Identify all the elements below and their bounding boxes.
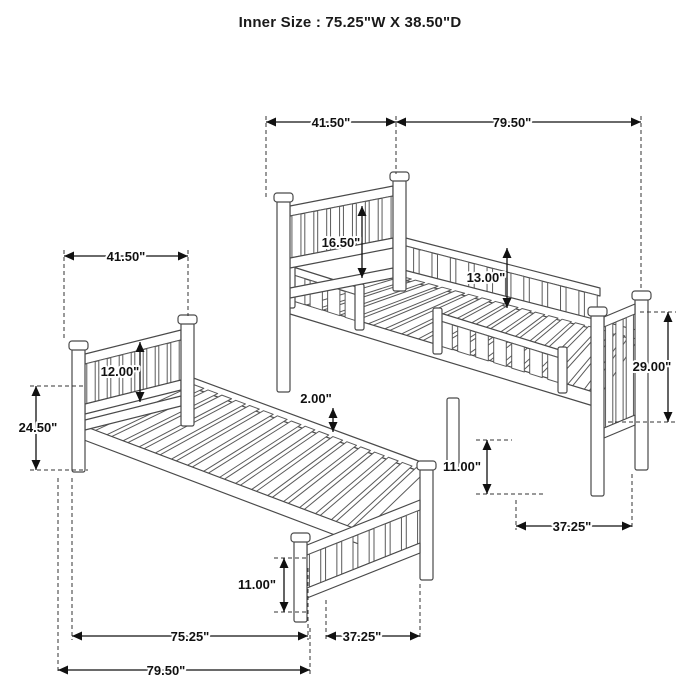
dim-label-upper-length: 79.50": [493, 115, 532, 130]
lower-mattress-slats: [93, 384, 427, 538]
footboard-back-post: [634, 297, 649, 471]
footboard-back-post: [419, 467, 434, 581]
guard-slats: [439, 320, 561, 384]
dim-lower-leg-height: 11.00": [236, 557, 306, 613]
dim-label-upper-leg-height: 11.00": [443, 459, 481, 474]
footboard-slats: [605, 314, 634, 428]
dim-inner-length: 75.25": [71, 478, 309, 646]
dim-label-lower-headboard-height: 12.00": [101, 364, 140, 379]
dim-upper-leg-height: 11.00": [441, 439, 545, 495]
upper-footboard: [587, 290, 652, 497]
post-cap: [290, 532, 311, 543]
dim-upper-headboard-height: 16.50": [320, 206, 367, 278]
lower-footboard: [290, 460, 437, 623]
dim-lower-total-height: 24.50": [17, 385, 88, 471]
dim-lower-footboard-width: 37.25": [325, 584, 421, 646]
post-cap: [177, 314, 198, 325]
dim-upper-footboard-width: 37.25": [515, 474, 633, 536]
dim-label-upper-footboard-width: 37.25": [553, 519, 592, 534]
footboard-front-post: [590, 313, 605, 497]
dim-label-lower-footboard-width: 37.25": [343, 629, 382, 644]
post-cap: [273, 192, 294, 203]
dim-lower-headboard-height: 12.00": [99, 342, 145, 402]
dimensions: 41.50" 79.50" 16.50" 13.00" 41.50": [17, 113, 676, 680]
post-cap: [416, 460, 437, 471]
headboard-front-post: [276, 199, 291, 393]
footboard-front-post: [293, 539, 308, 623]
inner-size-title: Inner Size : 75.25"W X 38.50"D: [238, 14, 462, 31]
dim-label-upper-total-height: 29.00": [633, 359, 672, 374]
dim-label-lower-total-height: 24.50": [19, 420, 58, 435]
headboard-back-post: [392, 178, 407, 292]
post-cap: [68, 340, 89, 351]
dim-label-upper-headboard-height: 16.50": [322, 235, 361, 250]
dim-label-guard-height: 13.00": [467, 270, 506, 285]
dim-guard-height: 13.00": [465, 248, 512, 308]
lower-bed: [68, 314, 437, 623]
lower-headboard: [68, 314, 198, 473]
dim-lower-headboard-width: 41.50": [63, 247, 189, 340]
post-cap: [389, 171, 410, 182]
dim-total-length: 79.50": [57, 478, 311, 680]
guard-slats: [292, 274, 358, 322]
guard-post: [354, 283, 365, 331]
dim-rail-thickness: 2.00": [298, 389, 338, 432]
dim-label-inner-length: 75.25": [171, 629, 210, 644]
dim-upper-headboard-width: 41.50": [265, 113, 397, 198]
upper-front-guard-foot: [432, 307, 568, 394]
post-cap: [587, 306, 608, 317]
support-leg: [446, 397, 460, 471]
dim-label-lower-leg-height: 11.00": [238, 577, 276, 592]
dim-label-total-length: 79.50": [147, 663, 186, 678]
dim-label-upper-headboard-width: 41.50": [312, 115, 351, 130]
headboard-back-post: [180, 321, 195, 427]
headboard-front-post: [71, 347, 86, 473]
dim-label-lower-headboard-width: 41.50": [107, 249, 146, 264]
post-cap: [631, 290, 652, 301]
dim-upper-length: 79.50": [396, 113, 642, 288]
guard-post: [557, 346, 568, 394]
guard-post: [432, 307, 443, 355]
dim-label-rail-thickness: 2.00": [300, 391, 331, 406]
dim-upper-total-height: 29.00": [608, 311, 676, 423]
